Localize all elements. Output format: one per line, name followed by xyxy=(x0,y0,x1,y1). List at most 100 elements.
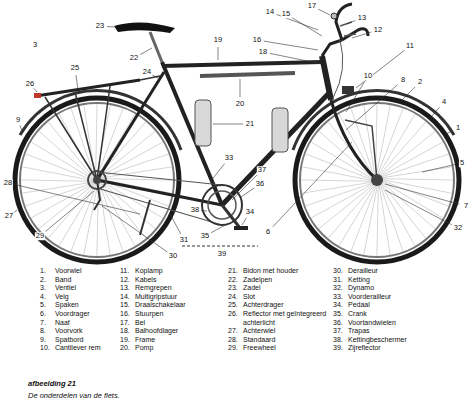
headlamp xyxy=(342,86,354,94)
callout-number: 3 xyxy=(32,41,38,49)
callout-number: 7 xyxy=(463,202,469,210)
part-name: Pomp xyxy=(135,344,153,353)
callout-number: 31 xyxy=(179,236,189,244)
list-number: 26. xyxy=(228,310,238,319)
callout-number: 5 xyxy=(459,159,465,167)
spoke xyxy=(377,184,378,256)
spoke xyxy=(22,167,93,181)
front-rim xyxy=(300,103,454,257)
leader-line xyxy=(232,175,257,200)
list-number: 14. xyxy=(120,293,130,302)
list-number: 10. xyxy=(40,344,50,353)
list-number: 32. xyxy=(333,284,343,293)
crank xyxy=(222,205,240,228)
list-number: 18. xyxy=(120,327,130,336)
spoke xyxy=(26,183,94,206)
list-number: 22. xyxy=(228,276,238,285)
side-reflector-line xyxy=(182,246,258,247)
spoke xyxy=(39,183,95,228)
leader-line xyxy=(356,50,404,88)
spoke xyxy=(380,167,451,178)
callout-number: 21 xyxy=(245,120,255,128)
leader-line xyxy=(422,165,455,172)
leader-line xyxy=(20,126,22,132)
part-name: Koplamp xyxy=(135,267,163,276)
spoke xyxy=(364,184,378,255)
leader-line xyxy=(240,79,241,97)
part-name: Voortandwielen xyxy=(348,319,396,328)
part-name: Zadelpen xyxy=(243,276,272,285)
callout-number: 11 xyxy=(405,42,415,50)
callout-number: 39 xyxy=(217,250,227,258)
spoke xyxy=(378,122,426,176)
rear-rim xyxy=(20,103,174,257)
spoke xyxy=(48,184,96,238)
leader-line xyxy=(107,26,114,28)
leader-line xyxy=(153,75,159,78)
list-number: 25. xyxy=(228,301,238,310)
spoke xyxy=(99,131,155,176)
callout-number: 14 xyxy=(265,8,275,16)
leader-line xyxy=(346,85,398,130)
fork xyxy=(331,100,377,180)
leader-line xyxy=(218,47,219,60)
callout-number: 16 xyxy=(252,36,262,44)
part-name: Voorvork xyxy=(55,327,83,336)
list-number: 37. xyxy=(333,327,343,336)
leader-line xyxy=(15,185,140,214)
callout-number: 37 xyxy=(257,166,267,174)
head-tube xyxy=(322,56,331,100)
part-name: Balhoofdlager xyxy=(135,327,178,336)
spoke xyxy=(99,183,110,254)
spoke xyxy=(302,167,373,181)
part-name: Reflector met geïntegreerd achterlicht xyxy=(243,310,343,327)
callout-number: 6 xyxy=(265,228,271,236)
part-name: Standaard xyxy=(243,336,275,345)
leader-line xyxy=(264,41,318,50)
brake-lever xyxy=(340,22,356,36)
list-number: 16. xyxy=(120,310,130,319)
spoke xyxy=(319,183,375,228)
spoke xyxy=(376,105,390,176)
down-tube xyxy=(222,92,330,205)
part-name: Freewheel xyxy=(243,344,276,353)
spoke xyxy=(380,182,425,238)
leader-line xyxy=(273,142,352,227)
spoke xyxy=(48,122,93,178)
list-number: 13. xyxy=(120,284,130,293)
spoke xyxy=(306,183,374,206)
spoke xyxy=(21,180,93,181)
callout-number: 38 xyxy=(190,206,200,214)
part-name: Bidon met houder xyxy=(243,267,298,276)
part-name: Draaischakelaar xyxy=(135,301,186,310)
hub-dynamo xyxy=(371,174,383,186)
leader-line xyxy=(385,184,459,204)
list-number: 23. xyxy=(228,284,238,293)
part-name: Remgrepen xyxy=(135,284,172,293)
part-name: Spatbord xyxy=(55,336,83,345)
spoke xyxy=(380,142,443,177)
pedal xyxy=(234,226,248,230)
rack-strut xyxy=(45,76,160,180)
leader-line xyxy=(45,191,94,232)
rear-reflector xyxy=(34,93,41,98)
spoke xyxy=(381,181,443,218)
spoke xyxy=(59,184,96,246)
rear-rack xyxy=(36,80,140,96)
list-number: 27. xyxy=(228,327,238,336)
callout-number: 2 xyxy=(417,78,423,86)
callout-number: 24 xyxy=(142,68,152,76)
seatpost xyxy=(150,32,162,62)
callout-number: 10 xyxy=(363,72,373,80)
part-name: Stuurpen xyxy=(135,310,163,319)
list-number: 5. xyxy=(40,301,46,310)
spoke xyxy=(301,180,373,181)
part-name: Ventiel xyxy=(55,284,76,293)
spoke xyxy=(31,142,93,179)
figure-title: afbeelding 21 xyxy=(28,380,76,388)
bottle xyxy=(272,108,288,152)
leader-line xyxy=(385,190,452,225)
part-name: Dynamo xyxy=(348,284,374,293)
list-number: 33. xyxy=(333,293,343,302)
